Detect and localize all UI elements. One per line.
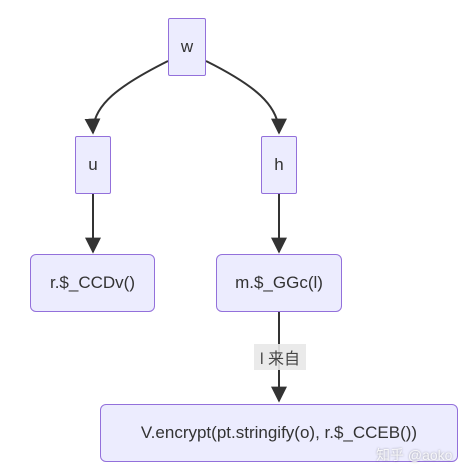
node-u: u <box>75 136 111 194</box>
node-ccdv: r.$_CCDv() <box>30 254 155 312</box>
node-ggc: m.$_GGc(l) <box>216 254 342 312</box>
watermark: 知乎 @aoko <box>376 445 472 465</box>
edge-label-l-from: l 来自 <box>254 344 306 370</box>
edge-label-text: l 来自 <box>259 351 300 368</box>
node-encrypt: V.encrypt(pt.stringify(o), r.$_CCEB()) <box>100 404 458 462</box>
edge-w-to-h <box>205 60 287 135</box>
node-w-label: w <box>180 37 194 56</box>
edge-w-to-u <box>84 60 169 135</box>
node-ccdv-label: r.$_CCDv() <box>49 273 135 292</box>
node-w: w <box>168 18 206 76</box>
node-ggc-label: m.$_GGc(l) <box>235 273 323 292</box>
node-h-label: h <box>274 155 284 174</box>
node-u-label: u <box>88 155 98 174</box>
node-h: h <box>261 136 297 194</box>
node-encrypt-label: V.encrypt(pt.stringify(o), r.$_CCEB()) <box>140 423 418 442</box>
watermark-text: 知乎 @aoko <box>376 447 453 463</box>
